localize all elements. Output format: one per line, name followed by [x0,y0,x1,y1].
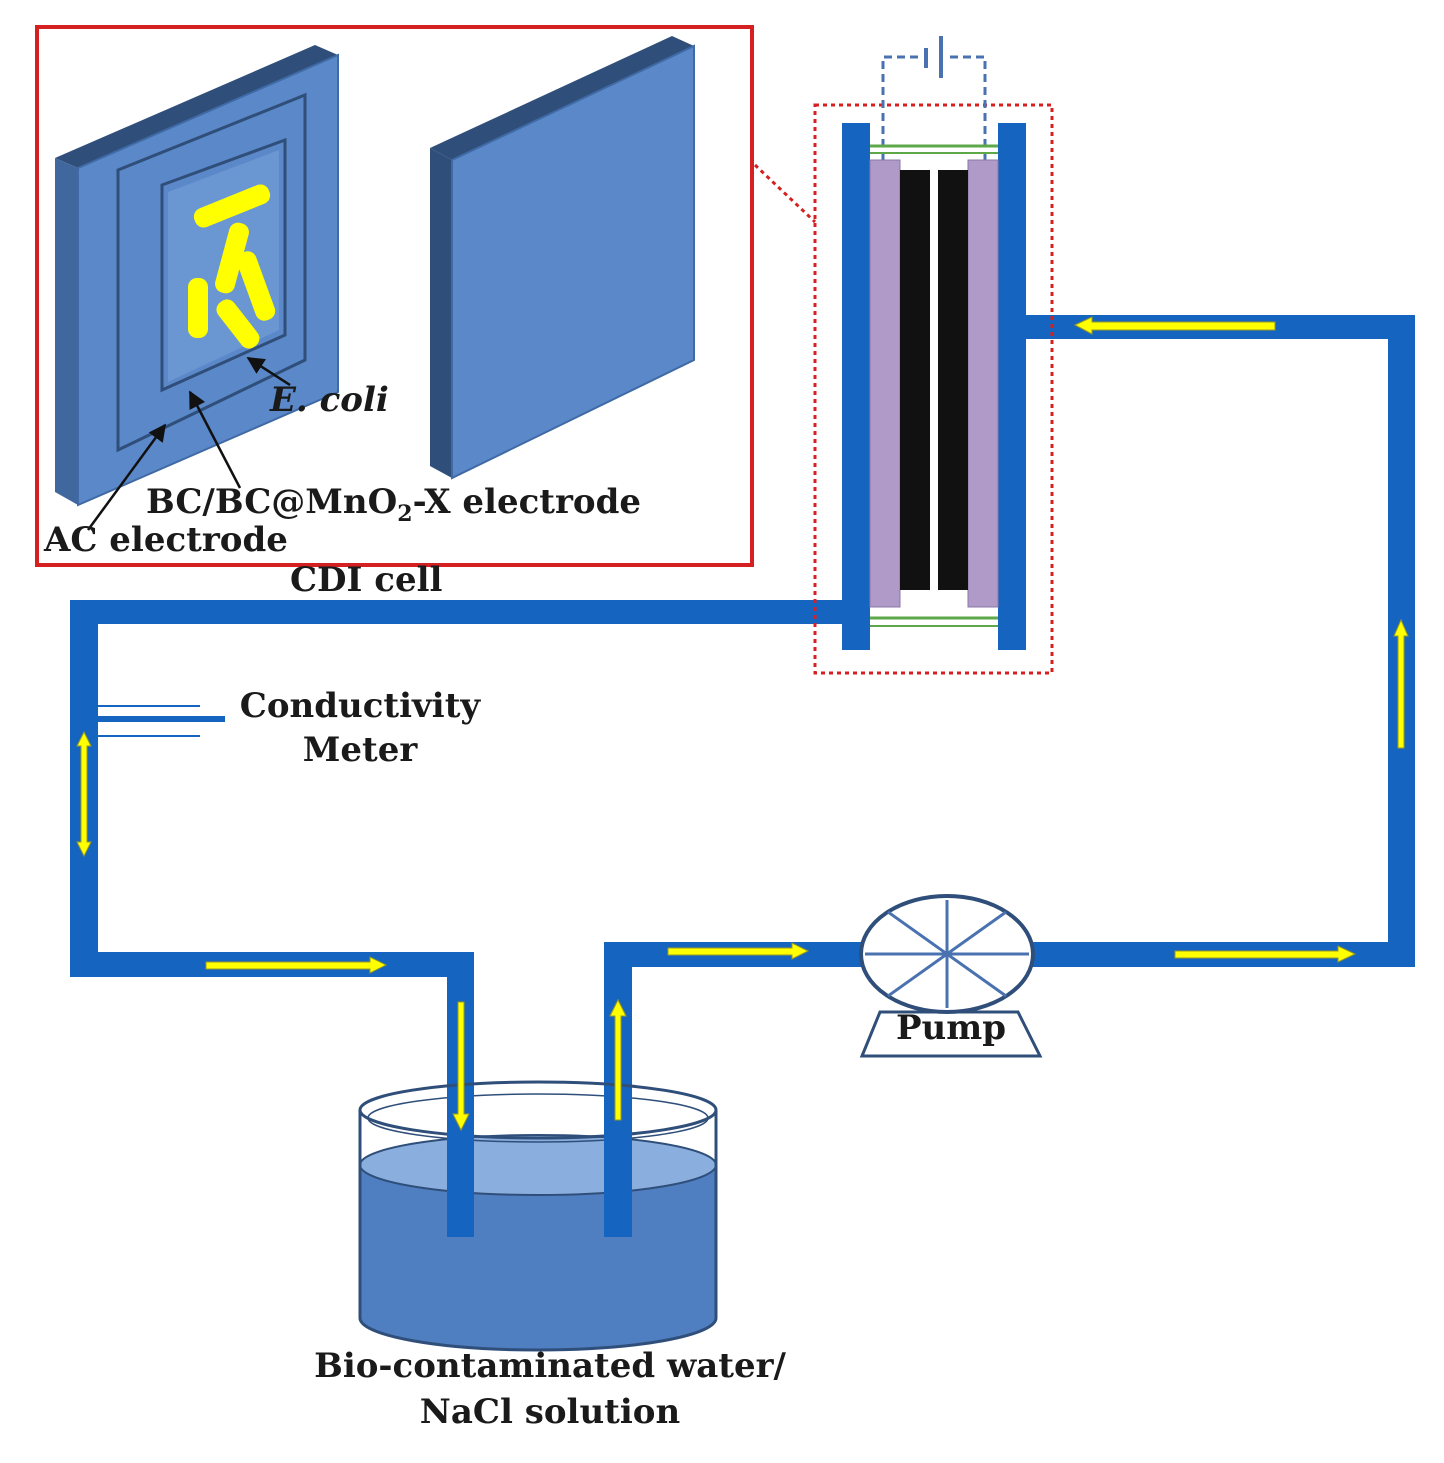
ecoli-cell [215,222,249,294]
cdi-end-plate-left [842,123,870,650]
ac-electrode-block [55,45,339,531]
beaker-rim-inner [367,1093,709,1143]
carbon-electrode-left [900,170,930,590]
ecoli-cell [188,278,208,338]
flow-arrows [76,316,1409,1132]
bc-electrode-label-pre: BC/BC@MnO [146,482,398,522]
current-collector-right [967,159,999,608]
meter-label: Meter [302,730,418,770]
water-surface [359,1134,717,1196]
reservoir-label-line1: Bio-contaminated water/ [314,1346,786,1386]
flow-arrow-left [1073,316,1276,335]
bc-electrode-label-post: -X electrode [412,482,641,522]
cdi-end-plate-right [998,123,1026,650]
ac-electrode-side-edge [55,158,78,505]
beaker-rim [358,1080,718,1140]
counter-electrode-face [451,44,695,480]
bc-electrode-label-sub: 2 [397,500,413,527]
current-collector-left [869,159,901,608]
conductivity-label: Conductivity [239,686,481,726]
reservoir-beaker [358,998,718,1352]
ecoli-cell [193,184,271,228]
flow-arrow-right [1174,945,1357,963]
inset-electrode-detail [35,25,754,567]
zoom-connector-dotted [753,163,817,224]
pump-label: Pump [895,1008,1007,1048]
cdi-cell-dotted-boundary [813,103,1054,675]
beaker-bottom [358,1317,718,1352]
carbon-electrode-right [938,170,968,590]
counter-electrode-block [430,36,695,480]
reservoir-label-line2: NaCl solution [419,1392,681,1432]
pump [859,894,1043,1058]
ac-electrode-pointer-arrow [86,423,167,531]
bc-electrode-pointer-arrow [188,390,242,489]
ac-electrode-label: AC electrode [44,520,288,560]
ecoli-cells [188,184,276,349]
ecoli-pointer-arrow [246,356,291,387]
ac-electrode-top-edge [55,45,338,168]
flow-arrow-up [609,998,627,1121]
cdi-cell-label: CDI cell [290,560,443,600]
pipe-cdi-outlet-horizontal [70,600,845,624]
counter-electrode-side-edge [430,148,452,478]
pump-impeller [865,900,1029,1008]
bc-electrode-label: BC/BC@MnO2-X electrode [146,482,641,527]
ecoli-cell [216,299,260,349]
counter-electrode-top-edge [430,36,694,160]
flow-arrow-right [667,942,810,960]
ecoli-label: E. coli [270,380,389,420]
flow-arrow-vertical [76,730,92,858]
flow-arrow-down [452,1001,470,1132]
ecoli-cell [236,251,276,321]
cdi-cell [813,36,1054,675]
flow-arrow-right [205,956,388,974]
conductivity-probe [95,705,225,737]
pump-base [859,1010,1043,1058]
flow-arrow-up [1393,618,1409,749]
